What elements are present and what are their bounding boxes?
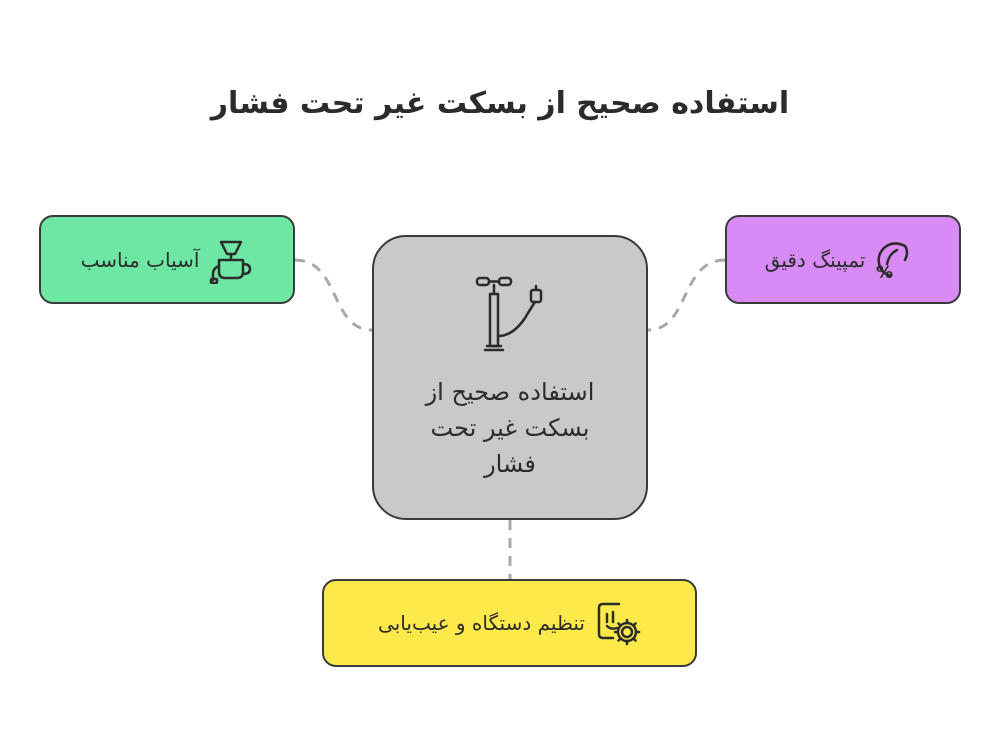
node-machine: تنظیم دستگاه و عیب‌یابی [322, 579, 697, 667]
node-tamping-label: تمپینگ دقیق [764, 247, 866, 272]
node-tamping: 0% تمپینگ دقیق [725, 215, 961, 304]
center-label: استفاده صحیح از بسکت غیر تحت فشار [425, 377, 595, 478]
pour-over-coffee-icon [209, 236, 253, 284]
connector-tamping [647, 258, 726, 332]
pump-icon [473, 274, 547, 354]
settings-gear-icon [595, 600, 641, 646]
node-grinder-label: آسیاب مناسب [80, 247, 200, 272]
svg-text:0%: 0% [875, 263, 893, 282]
node-machine-label: تنظیم دستگاه و عیب‌یابی [378, 611, 585, 635]
diagram-title: استفاده صحیح از بسکت غیر تحت فشار [210, 86, 790, 121]
connector-grinder [294, 258, 373, 332]
gauge-percent-icon: 0% [875, 238, 921, 282]
node-grinder: آسیاب مناسب [39, 215, 295, 304]
node-center: استفاده صحیح از بسکت غیر تحت فشار [372, 235, 648, 520]
